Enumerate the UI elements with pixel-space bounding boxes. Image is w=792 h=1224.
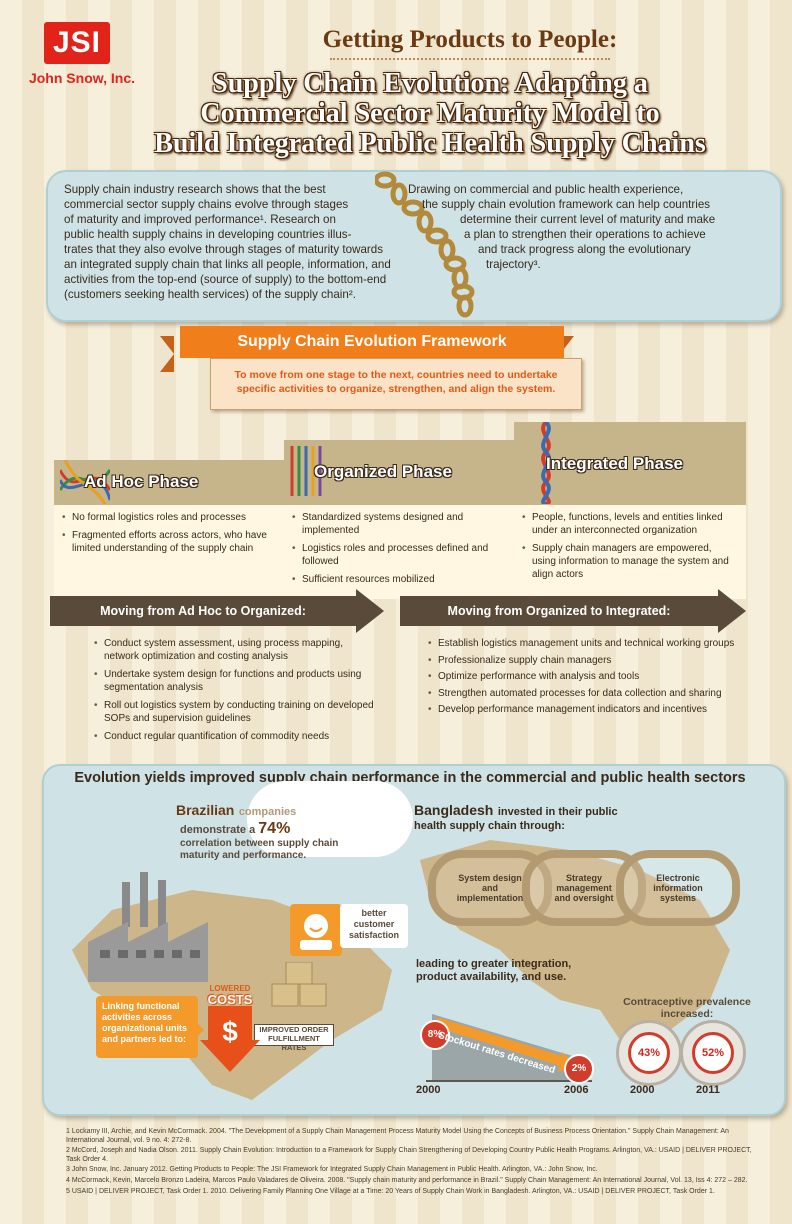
list-item: Sufficient resources mobilized (292, 573, 504, 586)
smiley-box (290, 904, 342, 956)
bangladesh-map-icon (420, 840, 730, 1040)
boxes-icon (271, 962, 327, 1007)
phase-header-adhoc: Ad Hoc Phase (54, 460, 284, 504)
tangled-lines-icon (60, 460, 110, 504)
list-item: Roll out logistics system by conducting … (94, 700, 376, 725)
improved-order-label: IMPROVED ORDER FULFILLMENT RATES (254, 1024, 334, 1052)
banner-tail-left (160, 336, 174, 372)
year-start-label: 2000 (416, 1084, 441, 1096)
list-item: Develop performance management indicator… (428, 704, 740, 717)
lowered-label: LOWERED (209, 984, 251, 993)
title-line-3: Build Integrated Public Health Supply Ch… (154, 128, 706, 159)
phase-title-integrated: Integrated Phase (546, 454, 683, 473)
arrow-organized-to-integrated: Moving from Organized to Integrated: (400, 596, 718, 626)
list-item: Professionalize supply chain managers (428, 655, 740, 668)
phase-body-integrated: People, functions, levels and entities l… (514, 504, 746, 599)
list-item: Fragmented efforts across actors, who ha… (62, 529, 284, 555)
phase-header-organized: Organized Phase (284, 440, 514, 504)
cpr-year-2000: 2000 (630, 1084, 655, 1096)
brazil-stat: Brazilian companies demonstrate a 74% co… (176, 802, 339, 861)
arrow-adhoc-to-organized: Moving from Ad Hoc to Organized: (50, 596, 356, 626)
thought-bubble (250, 784, 410, 854)
smiley-icon (300, 914, 332, 950)
cpr-gauge-2011: 52% (680, 1020, 746, 1086)
chain-link-electronic: Electronic information systems (616, 850, 740, 926)
cpr-gauge-2000: 43% (616, 1020, 682, 1086)
phase-title-organized: Organized Phase (314, 462, 452, 481)
intro-panel (46, 170, 782, 322)
list-item: Strengthen automated processes for data … (428, 688, 740, 701)
footnote-1: 1 Lockamy III, Archie, and Kevin McCorma… (66, 1128, 729, 1144)
intro-right-text: Drawing on commercial and public health … (408, 183, 716, 271)
dollar-icon: $ (222, 1016, 238, 1047)
year-end-label: 2006 (564, 1084, 589, 1096)
costs-label: COSTS (207, 992, 253, 1007)
footnote-5: 5 USAID | DELIVER PROJECT, Task Order 1.… (66, 1187, 715, 1195)
dotted-divider (330, 58, 610, 60)
transition-list-1: Conduct system assessment, using process… (86, 638, 376, 750)
braided-lines-icon (290, 446, 322, 496)
down-arrow-icon (200, 1006, 260, 1072)
list-item: No formal logistics roles and processes (62, 511, 284, 524)
bangladesh-stat: Bangladesh invested in their public heal… (414, 802, 618, 832)
better-satisfaction-label: better customer satisfaction (340, 904, 408, 948)
title-line-1: Supply Chain Evolution: Adapting a (212, 68, 648, 99)
kicker-title: Getting Products to People: (322, 26, 618, 53)
cpr-title: Contraceptive prevalence increased: (623, 996, 751, 1020)
factory-icon (88, 872, 208, 982)
linking-box: Linking functional activities across org… (96, 996, 198, 1058)
phase-body-adhoc: No formal logistics roles and processes … (54, 504, 284, 599)
stockout-end-badge: 2% (564, 1054, 594, 1084)
phase-body-organized: Standardized systems designed and implem… (284, 504, 514, 599)
list-item: Optimize performance with analysis and t… (428, 671, 740, 684)
footnotes: 1 Lockamy III, Archie, and Kevin McCorma… (66, 1128, 766, 1198)
stockout-start-badge: 8% (420, 1020, 450, 1050)
linking-pointer (196, 1022, 204, 1038)
footnote-3: 3 John Snow, Inc. January 2012. Getting … (66, 1166, 598, 1174)
list-item: Supply chain managers are empowered, usi… (522, 542, 736, 581)
framework-note: To move from one stage to the next, coun… (210, 358, 582, 410)
list-item: Logistics roles and processes defined an… (292, 542, 504, 568)
title-line-2: Commercial Sector Maturity Model to (200, 98, 660, 129)
transition-list-2: Establish logistics management units and… (420, 638, 740, 721)
arrow-tip-2 (718, 589, 746, 633)
list-item: Conduct system assessment, using process… (94, 638, 376, 663)
list-item: Conduct regular quantification of commod… (94, 731, 376, 744)
twisted-rope-icon (541, 422, 551, 504)
intro-left-text: Supply chain industry research shows tha… (64, 183, 391, 301)
footnote-4: 4 McCormack, Kevin, Marcelo Bronzo Ladei… (66, 1176, 748, 1184)
list-item: Standardized systems designed and implem… (292, 511, 504, 537)
phase-header-integrated: Integrated Phase (514, 422, 746, 504)
list-item: People, functions, levels and entities l… (522, 511, 736, 537)
list-item: Undertake system design for functions an… (94, 669, 376, 694)
jsi-logo: JSI (44, 22, 110, 64)
leading-text: leading to greater integration, product … (416, 958, 572, 983)
framework-banner: Supply Chain Evolution Framework (180, 326, 564, 358)
cpr-year-2011: 2011 (696, 1084, 720, 1096)
chain-icon (373, 168, 485, 318)
evolution-title: Evolution yields improved supply chain p… (74, 770, 746, 786)
arrow-tip-1 (356, 589, 384, 633)
footnote-2: 2 McCord, Joseph and Nadia Olson. 2011. … (66, 1147, 752, 1163)
list-item: Establish logistics management units and… (428, 638, 740, 651)
logo-subtitle: John Snow, Inc. (28, 70, 136, 86)
phase-title-adhoc: Ad Hoc Phase (84, 472, 199, 491)
